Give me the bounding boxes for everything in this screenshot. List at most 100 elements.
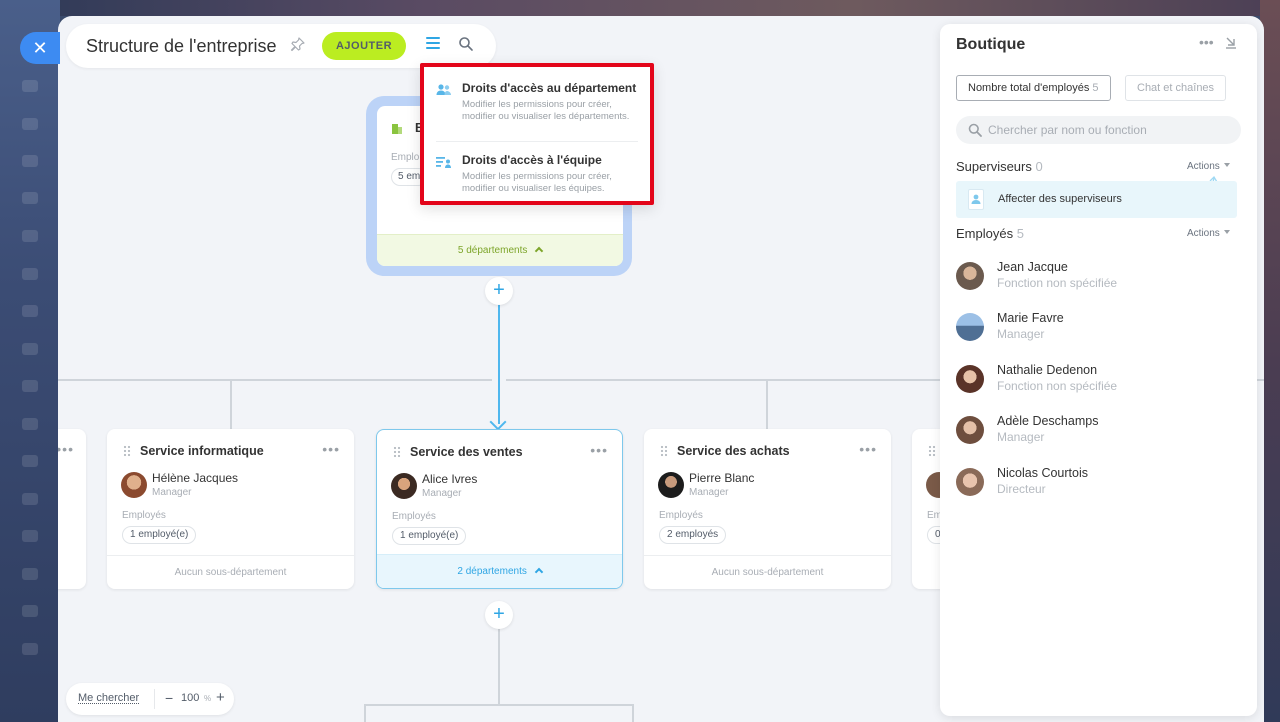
- plus-icon: +: [493, 279, 505, 301]
- root-title: B: [415, 121, 424, 135]
- sidebar-icon: [22, 268, 38, 280]
- team-list-icon: [436, 155, 452, 169]
- sidebar-icon: [22, 643, 38, 655]
- chevron-up-icon: [534, 246, 544, 256]
- background-right: [1260, 0, 1280, 722]
- employees-actions-dropdown[interactable]: Actions: [1187, 228, 1230, 239]
- menu-item-title: Droits d'accès à l'équipe: [462, 153, 602, 167]
- add-subdepartment-button[interactable]: +: [485, 601, 513, 629]
- more-icon[interactable]: •••: [1199, 34, 1214, 50]
- menu-item-title: Droits d'accès au département: [462, 81, 637, 95]
- drag-handle-icon[interactable]: [123, 445, 131, 457]
- connector-line: [364, 704, 366, 722]
- collapse-panel-icon[interactable]: [1224, 35, 1238, 49]
- zoom-out-button[interactable]: −: [165, 690, 174, 706]
- search-icon: [968, 123, 982, 137]
- employee-name: Marie Favre: [997, 311, 1064, 325]
- manager-name[interactable]: Pierre Blanc: [689, 471, 755, 485]
- zoom-value: 100: [181, 692, 200, 704]
- sidebar-icon: [22, 605, 38, 617]
- divider: [154, 689, 155, 709]
- zoom-toolbar: Me chercher − 100 % +: [66, 683, 234, 715]
- subdepartments-footer: Aucun sous-département: [107, 555, 354, 589]
- sidebar-icon: [22, 343, 38, 355]
- more-icon[interactable]: •••: [58, 441, 74, 457]
- zoom-unit: %: [204, 694, 212, 703]
- close-slider-button[interactable]: ✕: [20, 32, 60, 64]
- plus-icon: +: [493, 603, 505, 625]
- pin-icon[interactable]: [290, 36, 306, 56]
- avatar: [956, 365, 984, 393]
- employee-list-item[interactable]: Nathalie Dedenon Fonction non spécifiée: [956, 363, 1241, 403]
- manager-role: Manager: [689, 487, 729, 498]
- employee-search-input[interactable]: Chercher par nom ou fonction: [956, 116, 1241, 144]
- department-card-partial-left[interactable]: •••: [58, 429, 86, 589]
- assign-supervisors-button[interactable]: Affecter des superviseurs: [956, 181, 1237, 218]
- tab-chats[interactable]: Chat et chaînes: [1125, 75, 1227, 101]
- employees-label: Em: [927, 510, 942, 521]
- menu-item-description: Modifier les permissions pour créer, mod…: [462, 171, 612, 194]
- manager-name[interactable]: Hélène Jacques: [152, 471, 239, 485]
- tab-count: 5: [1092, 82, 1099, 94]
- employees-count[interactable]: 1 employé(e): [122, 526, 197, 544]
- drag-handle-icon[interactable]: [393, 446, 401, 458]
- manager-name[interactable]: Alice Ivres: [422, 472, 478, 486]
- sidebar-icon: [22, 568, 38, 580]
- supervisors-heading: Superviseurs 0: [956, 159, 1043, 174]
- avatar: [956, 468, 984, 496]
- root-subdepartments-toggle[interactable]: 5 départements: [377, 234, 623, 266]
- department-card[interactable]: Service informatique ••• Hélène Jacques …: [107, 429, 354, 589]
- department-card[interactable]: Service des achats ••• Pierre Blanc Mana…: [644, 429, 891, 589]
- tab-label: Nombre total d'employés: [968, 82, 1090, 94]
- department-card-selected[interactable]: Service des ventes ••• Alice Ivres Manag…: [376, 429, 623, 589]
- avatar: [391, 473, 417, 499]
- root-footer-label: 5 départements: [457, 245, 528, 256]
- employee-list-item[interactable]: Jean Jacque Fonction non spécifiée: [956, 260, 1241, 300]
- menu-icon[interactable]: [426, 37, 440, 51]
- more-icon[interactable]: •••: [322, 441, 340, 457]
- search-icon[interactable]: [458, 36, 474, 52]
- sidebar-icon: [22, 493, 38, 505]
- zoom-in-button[interactable]: +: [216, 689, 225, 706]
- employee-role: Directeur: [997, 482, 1046, 496]
- employee-role: Manager: [997, 327, 1045, 341]
- sidebar-icon: [22, 530, 38, 542]
- connector-line: [766, 379, 768, 429]
- department-title: Service informatique: [140, 444, 264, 458]
- panel-title: Boutique: [956, 36, 1026, 53]
- employee-name: Adèle Deschamps: [997, 414, 1099, 428]
- users-icon: [436, 83, 452, 97]
- assign-label: Affecter des superviseurs: [998, 193, 1122, 205]
- department-detail-panel: Boutique ••• Nombre total d'employés 5 C…: [940, 24, 1257, 716]
- employees-count[interactable]: 1 employé(e): [392, 527, 467, 545]
- root-employees-label: Emplo: [391, 152, 420, 163]
- employee-list-item[interactable]: Nicolas Courtois Directeur: [956, 466, 1241, 506]
- avatar: [658, 472, 684, 498]
- avatar: [121, 472, 147, 498]
- find-me-link[interactable]: Me chercher: [78, 692, 140, 704]
- more-icon[interactable]: •••: [590, 442, 608, 458]
- add-button[interactable]: AJOUTER: [322, 32, 406, 60]
- employees-label: Employés: [122, 510, 166, 521]
- sidebar-icon: [22, 418, 38, 430]
- employees-label: Employés: [659, 510, 703, 521]
- manager-role: Manager: [152, 487, 192, 498]
- add-subdepartment-button[interactable]: +: [485, 277, 513, 305]
- drag-handle-icon[interactable]: [928, 445, 936, 457]
- employee-list-item[interactable]: Adèle Deschamps Manager: [956, 414, 1241, 454]
- employee-list-item[interactable]: Marie Favre Manager: [956, 311, 1241, 351]
- employees-heading: Employés 5: [956, 226, 1024, 241]
- connector-line: [498, 304, 500, 424]
- tab-employees[interactable]: Nombre total d'employés 5: [956, 75, 1111, 101]
- chevron-up-icon: [534, 567, 543, 577]
- employees-count[interactable]: 2 employés: [659, 526, 727, 544]
- close-icon: ✕: [32, 38, 48, 58]
- department-title: Service des achats: [677, 444, 790, 458]
- sidebar-icon: [22, 380, 38, 392]
- subdepartments-toggle[interactable]: 2 départements: [377, 554, 622, 588]
- supervisors-actions-dropdown[interactable]: Actions: [1187, 161, 1230, 172]
- more-icon[interactable]: •••: [859, 441, 877, 457]
- avatar: [956, 416, 984, 444]
- sidebar-icon: [22, 305, 38, 317]
- drag-handle-icon[interactable]: [660, 445, 668, 457]
